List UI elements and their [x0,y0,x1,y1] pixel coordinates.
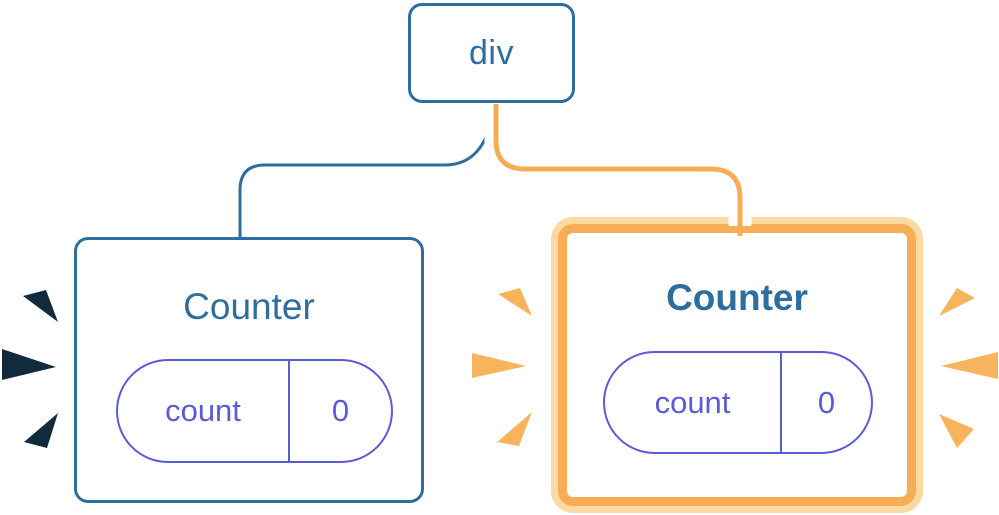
pill-divider [780,353,782,452]
spark-icon [498,288,532,316]
counter-card-right: Counter count 0 [558,224,916,506]
counter-title: Counter [183,286,315,327]
spark-icon [2,349,56,380]
spark-icon [23,290,58,322]
state-key-label: count [654,384,731,420]
counter-card-left: Counter count 0 [74,237,424,503]
counter-title: Counter [666,277,808,318]
state-pill: count 0 [116,359,393,463]
spark-icon [939,288,975,316]
state-pill: count 0 [603,351,873,454]
pill-divider [288,361,290,461]
root-div-label: div [469,34,514,72]
state-value: 0 [331,393,350,428]
spark-icon [941,352,998,379]
root-div-node: div [408,3,575,103]
spark-icon [24,413,58,448]
edge-root-to-right-counter-casing [484,104,752,226]
state-value: 0 [817,384,836,420]
state-key-label: count [165,393,241,428]
spark-icon [497,412,532,446]
counter-card-right-highlight-outer: Counter count 0 [551,217,923,513]
spark-icon [939,414,974,448]
spark-icon [472,353,526,378]
edge-root-to-left-counter [238,103,494,239]
